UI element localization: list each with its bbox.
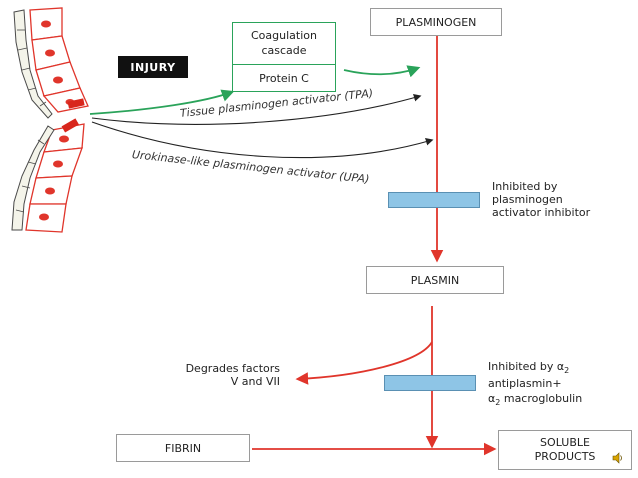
inhibitor-2-label: Inhibited by α2 antiplasmin+ α2 macroglo… (488, 360, 582, 409)
inhibitor-1-label: Inhibited by plasminogen activator inhib… (492, 180, 591, 220)
alpha-subscript-1: 2 (564, 366, 570, 376)
arrow-to-degrades-factors (295, 341, 433, 385)
injury-site-lower (61, 118, 79, 133)
inhibitor-2-line3-alpha: α (488, 391, 496, 405)
arrow-tpa (91, 94, 422, 125)
inhibitor-2-line3: macroglobulin (500, 391, 583, 405)
vessel-wall-illustration (11, 7, 89, 233)
plasmin-box: PLASMIN (366, 266, 504, 294)
nucleus (45, 187, 55, 195)
nucleus (53, 76, 63, 84)
degrades-factors-label: Degrades factors V and VII (185, 362, 280, 389)
nucleus (45, 49, 55, 57)
basement-membrane (11, 125, 55, 231)
coagulation-box: Coagulation cascade Protein C (232, 22, 336, 92)
inhibitor-bar-1 (388, 192, 480, 208)
nucleus (53, 160, 63, 168)
basement-membrane (13, 9, 53, 119)
alpha-subscript-2: 2 (495, 398, 501, 408)
injury-label: INJURY (118, 56, 188, 78)
nucleus (59, 135, 69, 143)
plasminogen-box: PLASMINOGEN (370, 8, 502, 36)
fibrin-box: FIBRIN (116, 434, 250, 462)
protein-c-label: Protein C (259, 71, 309, 85)
inhibitor-2-line1: Inhibited by α (488, 360, 565, 373)
nucleus (39, 213, 49, 221)
soluble-products-box: SOLUBLE PRODUCTS (498, 430, 632, 470)
nucleus (41, 20, 51, 28)
injury-site-upper (67, 98, 85, 109)
inhibitor-bar-2 (384, 375, 476, 391)
arrow-upa (91, 121, 434, 159)
arrow-injury-to-coagulation (89, 89, 235, 115)
arrow-coagulation-to-plasminogen (343, 65, 421, 78)
coagulation-cascade-label: Coagulation cascade (233, 23, 335, 65)
speaker-icon[interactable] (612, 452, 624, 464)
inhibitor-2-line2: antiplasmin+ (488, 376, 562, 390)
